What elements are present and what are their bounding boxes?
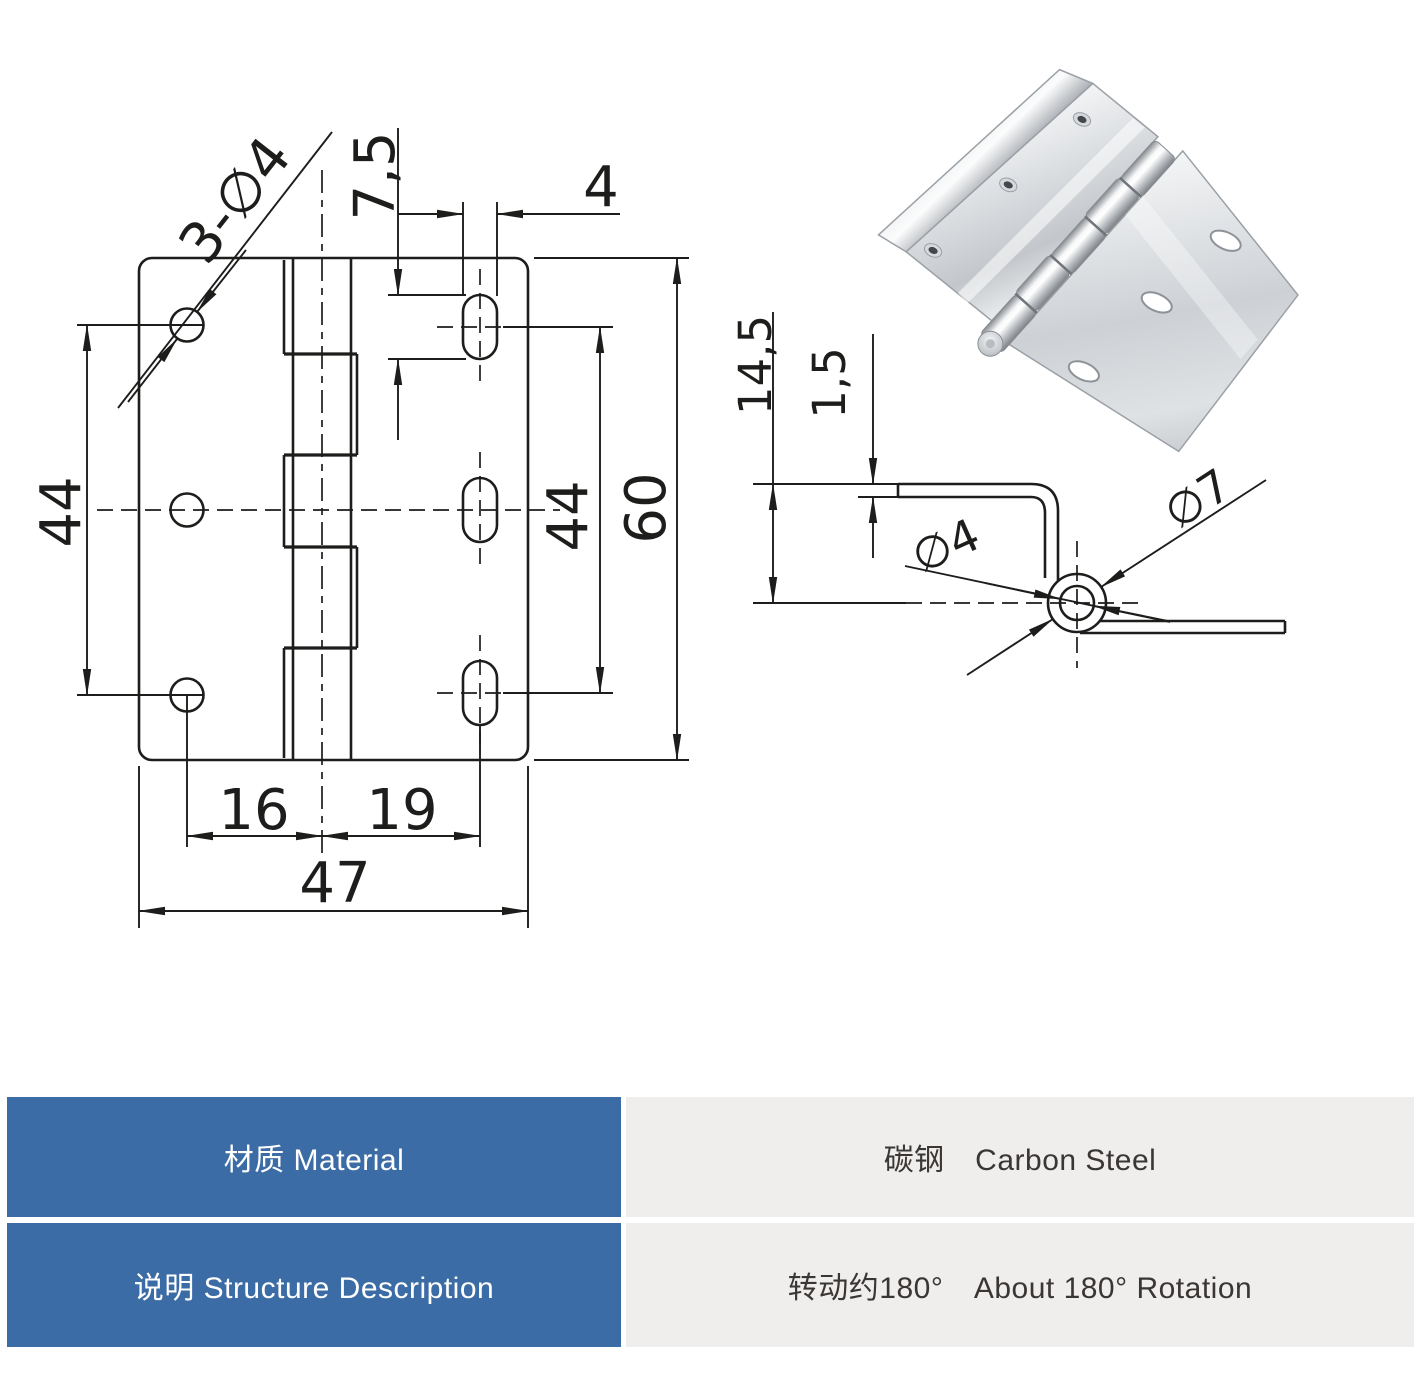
dim-height: 60 <box>614 472 679 543</box>
dim-holes-callout: 3-∅4 <box>167 125 305 276</box>
table-row-material: 材质 Material 碳钢 Carbon Steel <box>7 1097 1414 1217</box>
photo-screw-holes <box>923 112 1092 258</box>
side-view-extension-lines <box>753 483 906 604</box>
photo-slot <box>1209 229 1242 252</box>
dim-axis-height: 14,5 <box>729 315 782 415</box>
front-view-centerlines <box>97 170 560 858</box>
spec-value-structure: 转动约180° About 180° Rotation <box>626 1223 1414 1347</box>
photo-highlight <box>957 118 1145 304</box>
side-view-centerlines <box>906 541 1142 668</box>
photo-slot <box>1067 360 1100 383</box>
side-view-dimension-lines <box>768 312 1267 676</box>
plate-outline <box>137 256 530 762</box>
photo-highlight <box>1125 195 1258 359</box>
front-view-drawing: 3-∅4 7,5 4 44 44 60 16 19 47 <box>29 125 689 928</box>
product-photo <box>877 68 1299 453</box>
spec-value-material: 碳钢 Carbon Steel <box>626 1097 1414 1217</box>
technical-drawing-canvas: 3-∅4 7,5 4 44 44 60 16 19 47 <box>29 68 1299 928</box>
dim-knuckle-diameter: ∅7 <box>1155 458 1241 539</box>
spec-label-material: 材质 Material <box>7 1097 621 1217</box>
photo-barrel <box>977 140 1175 357</box>
photo-pin-end-core <box>985 339 995 349</box>
front-view-dimension-lines <box>82 128 682 916</box>
photo-screw-hole <box>923 243 943 258</box>
photo-slots <box>1067 229 1242 383</box>
dim-thickness: 1,5 <box>803 347 856 419</box>
spec-label-structure: 说明 Structure Description <box>7 1223 621 1347</box>
dim-left-hole-span: 44 <box>29 476 94 547</box>
spec-table: 材质 Material 碳钢 Carbon Steel 说明 Structure… <box>7 1097 1414 1347</box>
front-view-plate-outline <box>137 256 530 762</box>
dim-slot-width: 4 <box>583 155 619 220</box>
photo-screw-hole <box>1072 112 1092 127</box>
dim-right-slot-span: 44 <box>536 480 601 551</box>
photo-screw-hole <box>999 177 1018 193</box>
dim-slot-length: 7,5 <box>343 131 408 220</box>
table-row-structure: 说明 Structure Description 转动约180° About 1… <box>7 1223 1414 1347</box>
dim-slot-offset: 19 <box>366 778 437 843</box>
photo-slot <box>1140 291 1173 314</box>
dim-pin-diameter: ∅4 <box>904 508 988 584</box>
dim-width: 47 <box>299 851 370 916</box>
dim-hole-offset: 16 <box>218 778 289 843</box>
